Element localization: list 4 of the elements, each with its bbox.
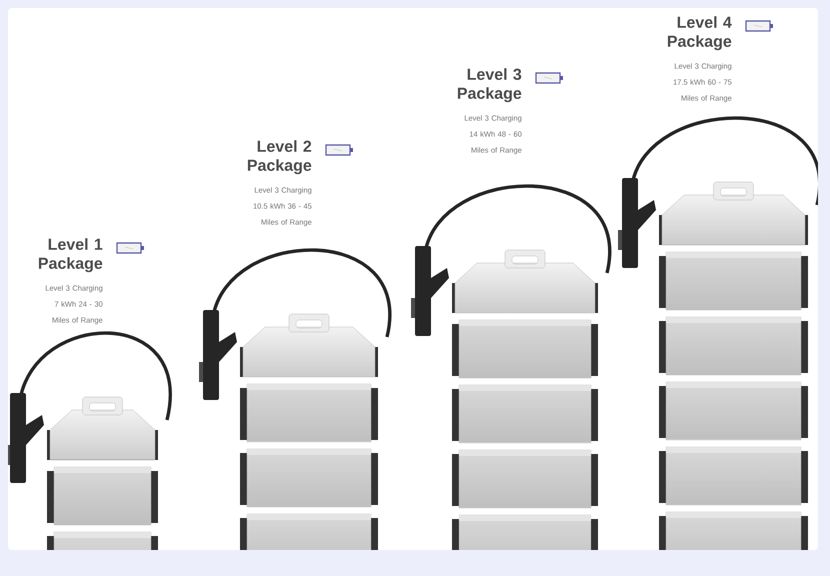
level-title: Level 1 Package: [38, 238, 102, 272]
level-title: Level 4 Package: [668, 16, 732, 50]
level-title: Level 3 Package: [458, 68, 522, 102]
level-title: Level 2 Package: [248, 140, 312, 174]
